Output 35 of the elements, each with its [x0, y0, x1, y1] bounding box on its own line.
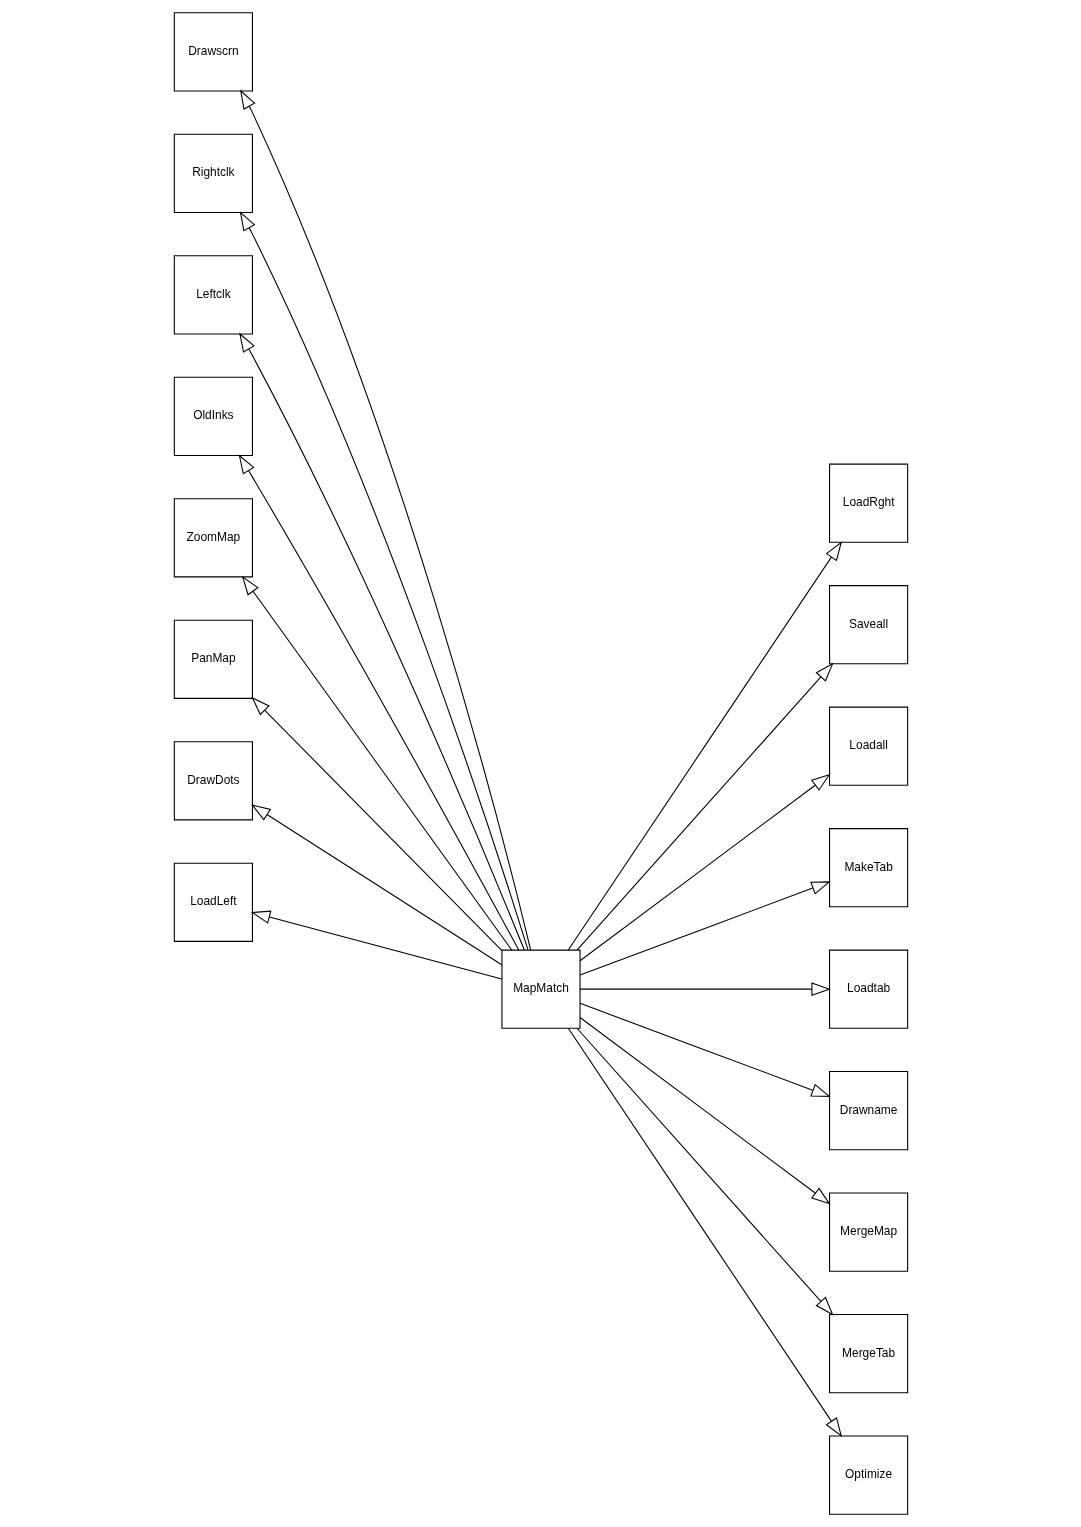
arrow	[239, 89, 531, 951]
node-box: Loadtab	[828, 949, 908, 1029]
node-box: MapMatch	[500, 949, 581, 1029]
node-box: Rightclk	[173, 133, 253, 213]
node-box: LoadLeft	[173, 862, 253, 942]
node-box: PanMap	[173, 619, 253, 699]
node-box: MergeTab	[828, 1314, 908, 1394]
arrow	[576, 1027, 834, 1316]
arrow	[241, 575, 512, 951]
arrow	[579, 773, 831, 962]
arrow	[579, 1002, 831, 1097]
arrow	[250, 696, 502, 951]
arrow	[576, 662, 834, 951]
node-box: Drawname	[828, 1071, 908, 1151]
arrow	[239, 211, 528, 951]
arrow	[567, 541, 842, 951]
arrow	[567, 1027, 842, 1438]
node-box: Drawscrn	[173, 12, 253, 92]
arrow	[579, 881, 831, 976]
arrow	[238, 454, 519, 951]
arrow	[238, 332, 525, 951]
node-box: Leftclk	[173, 255, 253, 335]
arrow	[579, 982, 831, 996]
node-box: MergeMap	[828, 1192, 908, 1272]
node-box: LoadRght	[828, 463, 908, 543]
arrow	[250, 804, 502, 966]
node-box: ZoomMap	[173, 498, 253, 578]
node-box: DrawDots	[173, 741, 253, 821]
arrow	[579, 1016, 831, 1205]
node-box: Saveall	[828, 585, 908, 665]
node-box: Loadall	[828, 706, 908, 786]
arrow	[250, 910, 502, 980]
node-box: OldInks	[173, 376, 253, 456]
node-box: MakeTab	[828, 828, 908, 908]
node-box: Optimize	[828, 1435, 908, 1515]
